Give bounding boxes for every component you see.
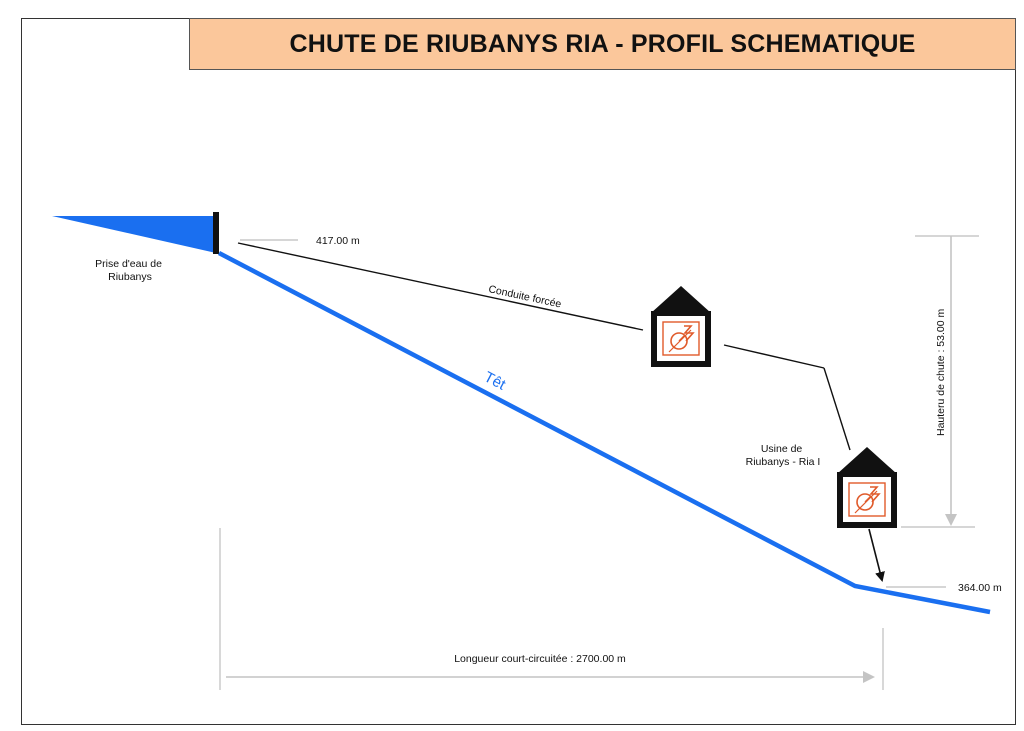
reservoir bbox=[52, 216, 216, 253]
power-plant-icon bbox=[836, 446, 898, 529]
bottom-level-label: 364.00 m bbox=[958, 582, 1002, 594]
page-title: CHUTE DE RIUBANYS RIA - PROFIL SCHEMATIQ… bbox=[289, 29, 916, 58]
penstock-line bbox=[723, 344, 825, 369]
head-label: Hauteru de chute : 53.00 m bbox=[935, 309, 947, 436]
dam bbox=[213, 212, 219, 254]
intake-label-line2: Riubanys bbox=[108, 271, 152, 283]
river-line bbox=[217, 251, 991, 615]
top-level-label: 417.00 m bbox=[316, 235, 360, 247]
plant-label-line1: Usine de bbox=[761, 443, 803, 455]
plant-label: Usine de Riubanys - Ria I bbox=[746, 443, 821, 468]
plant-label-line2: Riubanys - Ria I bbox=[746, 456, 821, 468]
penstock-line bbox=[823, 367, 851, 451]
intake-label-line1: Prise d'eau de bbox=[95, 258, 162, 270]
penstock-label: Conduite forcée bbox=[487, 283, 562, 310]
intake-label: Prise d'eau de Riubanys bbox=[95, 258, 165, 283]
length-label: Longueur court-circuitée : 2700.00 m bbox=[454, 653, 626, 665]
power-plant-icon bbox=[650, 285, 712, 368]
title-bar: CHUTE DE RIUBANYS RIA - PROFIL SCHEMATIQ… bbox=[189, 18, 1016, 70]
penstock-line bbox=[237, 242, 644, 331]
tailrace-arrow bbox=[868, 528, 885, 582]
